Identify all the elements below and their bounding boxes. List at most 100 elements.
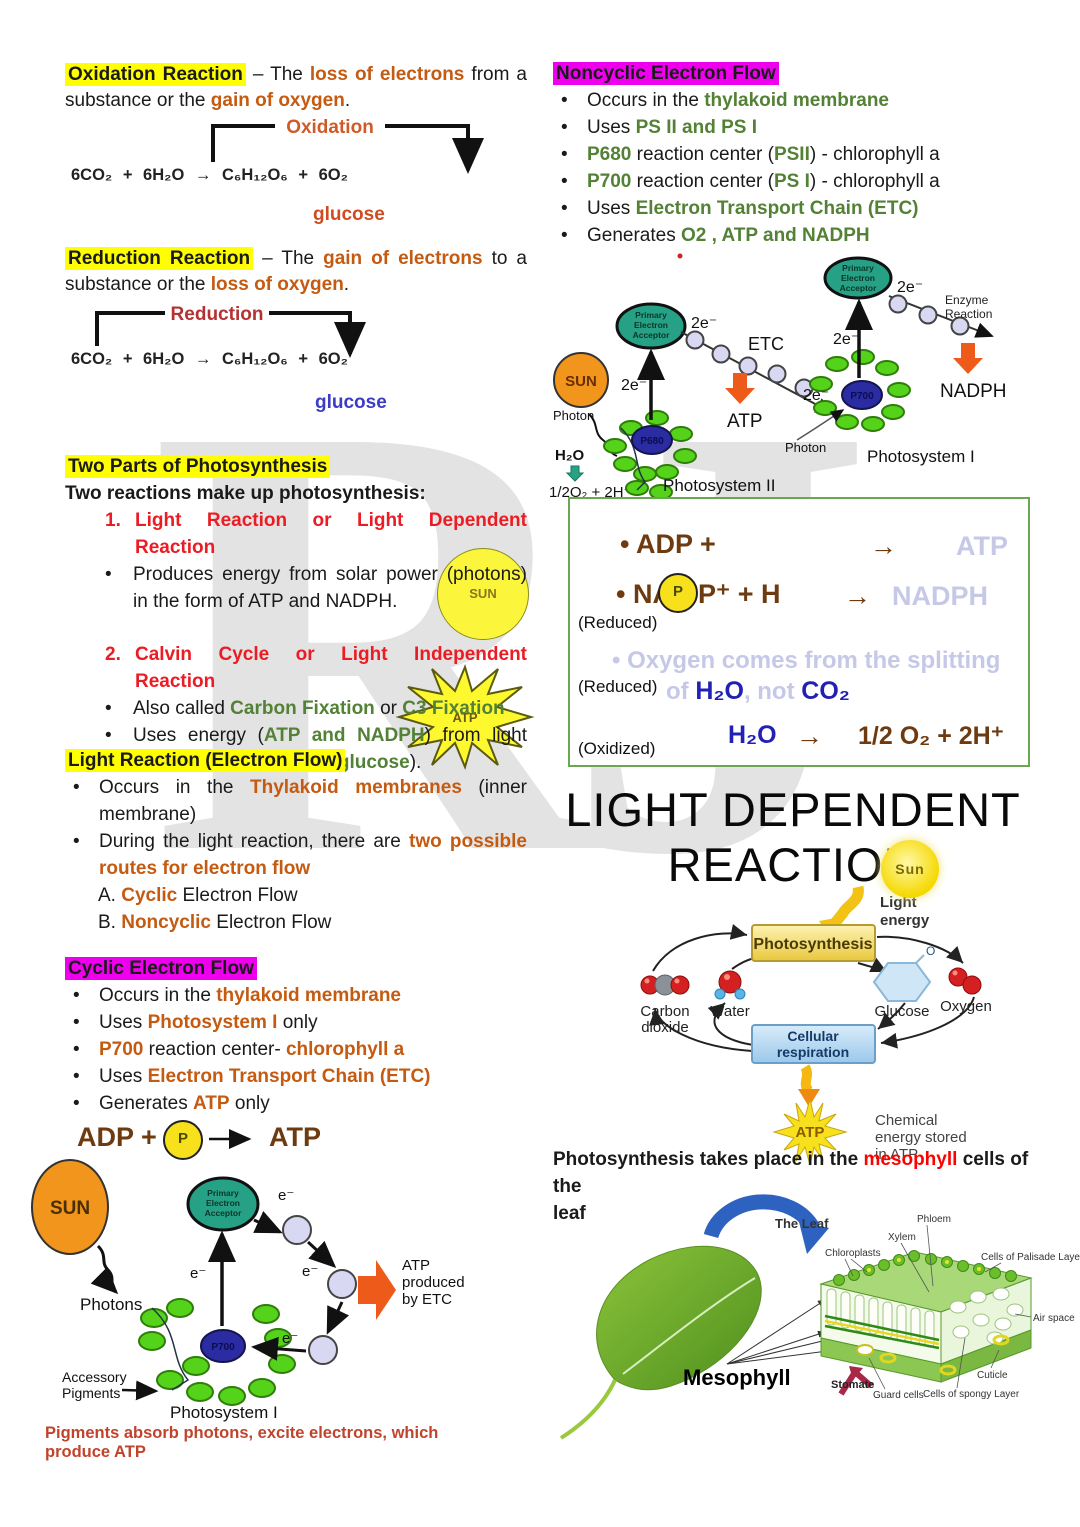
numbered-item: 1. Light Reaction or Light Dependent Rea…	[65, 507, 527, 561]
bullet-icon: •	[105, 725, 112, 746]
oxidation-diagram: Oxidation 6CO₂ + 6H₂O → C₆H₁₂O₆ + 6O₂ gl…	[71, 117, 484, 225]
arrow-icon: →	[870, 531, 897, 561]
sun-decoration: SUN	[437, 548, 529, 640]
atp-label: ATP	[269, 1122, 321, 1152]
electron-label: 2e⁻	[833, 331, 859, 348]
bullet-icon: •	[105, 564, 112, 585]
pea-line2: Electron	[634, 320, 668, 330]
etc-carrier	[685, 330, 705, 350]
the-leaf-label: The Leaf	[775, 1216, 829, 1231]
reduction-label: Reduction	[171, 304, 264, 325]
section-heading-row: Light Reaction (Electron Flow)	[65, 747, 527, 774]
bullet-icon: •	[73, 1012, 80, 1033]
p700-label: P700	[211, 1342, 235, 1353]
text: to a substance or the	[65, 248, 527, 295]
cyclic-electron-flow-diagram: SUN Photons Primary Electron Acceptor e⁻…	[31, 1159, 465, 1422]
phloem-label: Phloem	[917, 1214, 951, 1225]
bullet-icon: •	[561, 144, 568, 165]
photon-label-left: Photon	[553, 408, 594, 423]
bullet-icon: •	[73, 777, 80, 798]
chemical-energy-label1: Chemical	[875, 1112, 938, 1129]
pea-line2: Electron	[841, 273, 875, 283]
chemical-energy-label3: in ATP	[875, 1146, 918, 1163]
photosynthesis-label: Photosynthesis	[753, 936, 872, 953]
arrow	[251, 1336, 307, 1361]
light-reaction-section: Light Reaction (Electron Flow) • Occurs …	[65, 747, 527, 936]
co2-to-photosynthesis-arrow	[652, 924, 748, 972]
atp-label: ATP	[727, 411, 763, 432]
accessory-label1: Accessory	[62, 1369, 127, 1385]
arrow	[326, 1301, 350, 1335]
electron-label: 2e⁻	[803, 387, 829, 404]
photon-line	[796, 409, 845, 441]
atp-block-arrow	[358, 1260, 396, 1320]
chloroplasts-label: Chloroplasts	[825, 1248, 881, 1259]
electron-label: e⁻	[282, 1330, 298, 1347]
bullet-icon: •	[561, 225, 568, 246]
leaf-cross-section	[819, 1250, 1033, 1396]
respiration-label2: respiration	[777, 1044, 849, 1060]
line2: leaf	[553, 1203, 586, 1224]
p700-reaction-center	[841, 380, 883, 410]
noncyclic-section: Noncyclic Electron Flow • Occurs in the …	[553, 60, 1039, 249]
glucose-icon	[872, 954, 932, 1002]
title-line2: REACTION	[667, 838, 919, 891]
stomate-label: Stomate	[831, 1379, 874, 1391]
energy-zigzag-arrow	[800, 1064, 813, 1095]
star-shape	[395, 664, 535, 770]
oxidized-label: (Oxidized)	[578, 739, 656, 758]
text: – The	[253, 248, 324, 269]
atp-produced-line1: ATP	[402, 1257, 430, 1274]
photon-label-right: Photon	[785, 440, 826, 455]
primary-electron-acceptor-psii	[615, 302, 687, 350]
etc-carrier	[738, 356, 758, 376]
etc-carrier	[888, 294, 908, 314]
bullet-item: • P700 reaction center- chlorophyll a	[65, 1036, 527, 1063]
bullet-text: P680 reaction center (PSII) - chlorophyl…	[587, 144, 940, 165]
pea-line2: Electron	[206, 1198, 240, 1208]
primary-electron-acceptor	[186, 1176, 260, 1232]
text: .	[344, 90, 351, 111]
p680-reaction-center	[631, 425, 673, 455]
teal-down-arrow	[565, 465, 585, 482]
blue-curved-arrow	[703, 1194, 820, 1239]
water-label: Water	[710, 1003, 749, 1020]
bullet-icon: •	[561, 171, 568, 192]
p700-label: P700	[850, 391, 874, 402]
oxidation-equation: 6CO₂ + 6H₂O → C₆H₁₂O₆ + 6O₂	[71, 166, 348, 184]
bracket-arrow	[269, 311, 366, 358]
two-parts-section: Two Parts of Photosynthesis Two reaction…	[65, 453, 527, 776]
title-line1: LIGHT DEPENDENT	[565, 783, 1021, 836]
photon-squiggle	[90, 1244, 119, 1295]
nadph-ghost-text: NADPH	[892, 581, 989, 611]
p700-reaction-center	[200, 1329, 246, 1363]
light-energy-label2: energy	[880, 912, 930, 929]
o2-product-text: 1/2 O₂ + 2H⁺	[858, 722, 1004, 750]
keyword: gain of oxygen	[210, 90, 345, 111]
splitting-line2: of H₂O, not CO₂	[666, 677, 850, 705]
item-number: 1.	[105, 510, 121, 531]
vein-lines	[824, 1314, 940, 1350]
photosystem2-label: Photosystem II	[663, 476, 775, 495]
stomata	[856, 1334, 1010, 1376]
electron-label: e⁻	[302, 1263, 318, 1280]
accessory-label2: Pigments	[62, 1385, 120, 1401]
bullet-item: • Generates O2 , ATP and NADPH	[553, 222, 1039, 249]
oxidation-heading: Oxidation Reaction	[65, 63, 246, 86]
chemical-energy-label2: energy stored	[875, 1129, 967, 1146]
xylem-label: Xylem	[888, 1232, 916, 1243]
bullet-icon: •	[561, 198, 568, 219]
bullet-item: • Uses PS II and PS I	[553, 114, 1039, 141]
bullet-item: • P680 reaction center (PSII) - chloroph…	[553, 141, 1039, 168]
bullet-text: Generates O2 , ATP and NADPH	[587, 225, 870, 246]
pea-line1: Primary	[842, 263, 874, 273]
atp-produced-line2: produced	[402, 1274, 465, 1291]
arrow-icon: →	[796, 721, 823, 751]
bullet-text: Produces energy from solar power (photon…	[133, 564, 527, 612]
pea-line1: Primary	[635, 310, 667, 320]
bullet-text: Uses PS II and PS I	[587, 117, 757, 138]
section-heading-row: Two Parts of Photosynthesis	[65, 453, 527, 480]
photosystem1-label: Photosystem I	[867, 447, 975, 466]
etc-carrier	[711, 344, 731, 364]
nadph-block-arrow	[953, 343, 983, 374]
